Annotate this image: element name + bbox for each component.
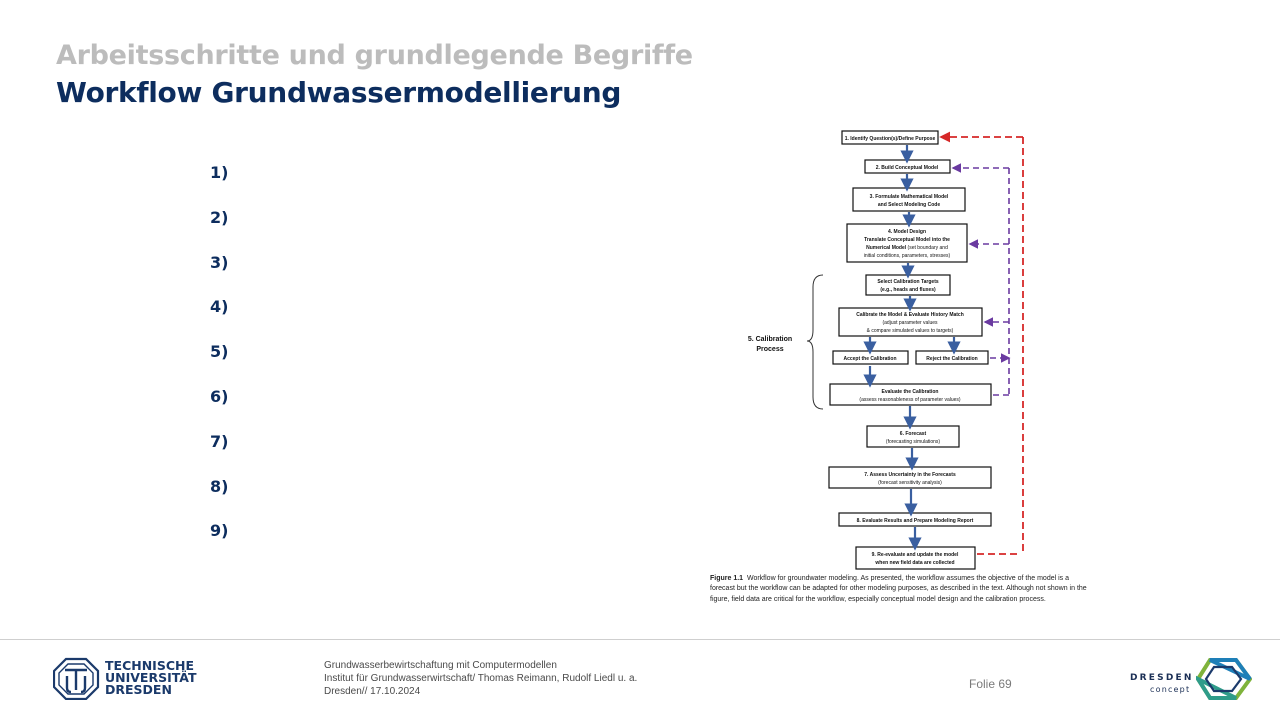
step-list: 1) 2) 3) 4) 5) 6) 7) 8) 9) [210, 160, 228, 563]
tu-dresden-logo[interactable]: TECHNISCHE UNIVERSITÄT DRESDEN [53, 656, 223, 700]
dresden-concept-word: DRESDEN [1130, 673, 1194, 683]
step-item: 5) [210, 342, 229, 362]
dresden-concept-emblem-icon [1196, 658, 1252, 700]
dresden-concept-word: concept [1150, 685, 1191, 694]
accept-text: Accept the Calibration [843, 356, 896, 362]
box7-text: 7. Assess Uncertainty in the Forecasts [864, 472, 956, 478]
tu-logo-line: UNIVERSITÄT [105, 670, 197, 685]
reject-text: Reject the Calibration [926, 356, 977, 362]
box8-text: 8. Evaluate Results and Prepare Modeling… [857, 518, 974, 524]
box5b-text: (adjust parameter values [882, 320, 938, 326]
box1-text: 1. Identify Question(s)/Define Purpose [845, 136, 936, 142]
slide-supertitle: Arbeitsschritte und grundlegende Begriff… [56, 40, 693, 71]
slide-title: Workflow Grundwassermodellierung [56, 76, 622, 109]
workflow-diagram: 1. Identify Question(s)/Define Purpose 2… [748, 130, 1024, 570]
footer-date: Dresden// 17.10.2024 [324, 686, 421, 697]
calibration-label: Process [756, 346, 783, 353]
step-item: 6) [210, 386, 229, 406]
step-item: 3) [210, 252, 229, 272]
tu-dresden-emblem-icon [53, 657, 100, 700]
tu-logo-line: DRESDEN [105, 682, 172, 697]
tu-logo-line: TECHNISCHE [105, 658, 194, 673]
box6-text: 6. Forecast [900, 431, 927, 437]
footer-divider [0, 639, 1280, 640]
step-item: 2) [210, 207, 229, 227]
box9-text: when new field data are collected [874, 560, 954, 566]
footer-course: Grundwasserbewirtschaftung mit Computerm… [324, 660, 557, 671]
box4-text: Numerical Model (set boundary and [866, 245, 948, 251]
calibration-label: 5. Calibration [748, 336, 792, 343]
evaluate-text: (assess reasonableness of parameter valu… [859, 397, 960, 403]
figure-caption: Figure 1.1 Workflow for groundwater mode… [710, 574, 1090, 605]
box7-text: (forecast sensitivity analysis) [878, 480, 942, 486]
caption-label: Figure 1.1 [710, 575, 744, 582]
box9-text: 9. Re-evaluate and update the model [872, 552, 959, 558]
step-item: 8) [210, 476, 229, 496]
box5b-text: & compare simulated values to targets) [867, 328, 954, 334]
box6-text: (forecasting simulations) [886, 439, 941, 445]
box-identify-question [841, 130, 939, 145]
step-item: 7) [210, 431, 229, 451]
title-block: Arbeitsschritte und grundlegende Begriff… [56, 38, 693, 112]
slide-number: Folie 69 [969, 677, 1012, 691]
footer-institute: Institut für Grundwasserwirtschaft/ Thom… [324, 673, 638, 684]
calibration-brace [806, 274, 824, 410]
box-evaluate-calibration [829, 383, 992, 406]
box4-text: Translate Conceptual Model into the [864, 237, 950, 243]
box4-text-part: (set boundary and [908, 245, 949, 251]
footer-info: Grundwasserbewirtschaftung mit Computerm… [324, 659, 637, 698]
box2-text: 2. Build Conceptual Model [876, 165, 939, 171]
step-item: 9) [210, 521, 229, 541]
box5b-text: Calibrate the Model & Evaluate History M… [856, 312, 964, 318]
box5a-text: (e.g., heads and fluxes) [880, 287, 936, 293]
step-item: 4) [210, 297, 229, 317]
box4-text: 4. Model Design [888, 229, 926, 235]
caption-text: Workflow for groundwater modeling. As pr… [710, 575, 1087, 603]
dresden-concept-logo[interactable]: DRESDEN concept [1126, 656, 1256, 702]
box4-text-part: Numerical Model [866, 245, 907, 251]
box3-text: and Select Modeling Code [878, 202, 940, 208]
box5a-text: Select Calibration Targets [877, 279, 939, 285]
box3-text: 3. Formulate Mathematical Model [870, 194, 949, 200]
step-item: 1) [210, 163, 229, 182]
box-model-design [846, 223, 968, 263]
box4-text: initial conditions, parameters, stresses… [864, 253, 951, 259]
workflow-figure: 1. Identify Question(s)/Define Purpose 2… [700, 125, 1095, 620]
evaluate-text: Evaluate the Calibration [882, 389, 939, 395]
